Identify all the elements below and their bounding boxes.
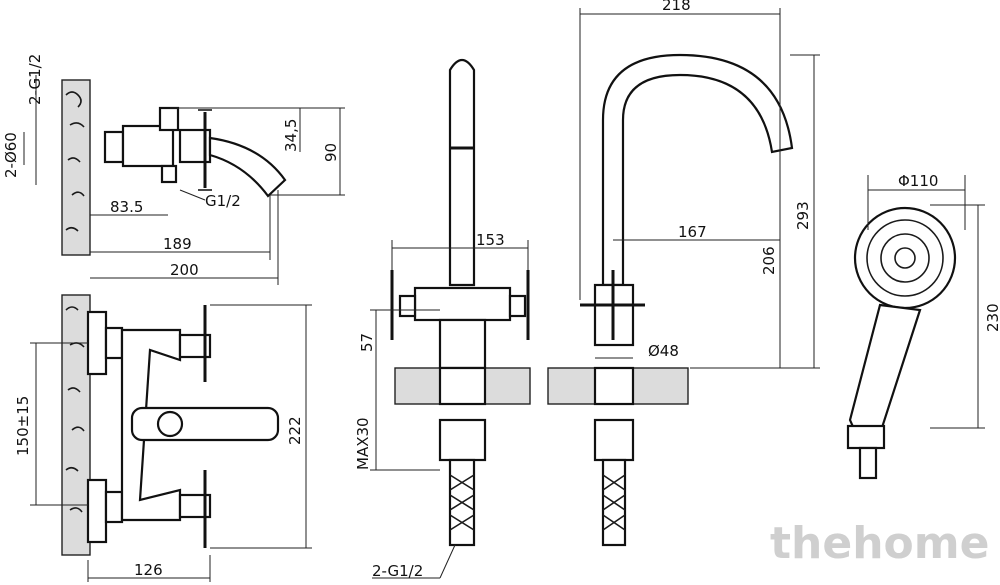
left-hub bbox=[398, 294, 417, 318]
dim-diameter-48: Ø48 bbox=[648, 342, 679, 360]
dim-thread: 2-G1/2 bbox=[26, 54, 44, 105]
dim-218: 218 bbox=[662, 0, 691, 14]
dim-293: 293 bbox=[794, 201, 812, 230]
dim-diameter: 2-Ø60 bbox=[2, 132, 20, 178]
lower-nut bbox=[104, 490, 124, 524]
deck-mixer-front-view: 153 57 MAX30 2-G1/2 bbox=[354, 58, 531, 580]
dim-phi-110: Φ110 bbox=[898, 172, 938, 190]
shower-hose-end bbox=[858, 446, 878, 480]
deck-mixer-side-view: 218 167 293 206 Ø48 bbox=[547, 0, 820, 547]
wall-mixer-front-view: 150±15 222 126 bbox=[14, 294, 312, 582]
upper-nut bbox=[104, 326, 124, 360]
dim-206: 206 bbox=[760, 246, 778, 275]
wall-section bbox=[61, 79, 91, 256]
dim-200: 200 bbox=[170, 261, 199, 279]
wall-section-front bbox=[61, 294, 91, 556]
gooseneck-spout bbox=[601, 53, 794, 287]
shower-head bbox=[853, 206, 957, 310]
deck-flange bbox=[438, 366, 487, 406]
dim-230: 230 bbox=[984, 303, 1000, 332]
lower-eccentric bbox=[86, 478, 108, 544]
wall-mixer-side-view: 2-G1/2 2-Ø60 83.5 189 200 G1/2 34,5 90 bbox=[2, 54, 345, 285]
dim-167: 167 bbox=[678, 223, 707, 241]
upper-handle-hub bbox=[178, 333, 212, 359]
right-hub bbox=[508, 294, 527, 318]
dim-126: 126 bbox=[134, 561, 163, 579]
spout-column bbox=[448, 58, 476, 287]
wall-eccentric bbox=[103, 130, 125, 164]
dim-hose-thread: 2-G1/2 bbox=[372, 562, 423, 580]
mixer-body bbox=[121, 124, 175, 168]
dim-153: 153 bbox=[476, 231, 505, 249]
dim-83-5: 83.5 bbox=[110, 198, 143, 216]
inlet-nut bbox=[160, 164, 178, 184]
dim-inlet: G1/2 bbox=[205, 192, 241, 210]
spout bbox=[208, 136, 287, 198]
dim-34-5: 34,5 bbox=[282, 119, 300, 152]
side-nut bbox=[593, 418, 635, 462]
top-valve bbox=[158, 106, 180, 132]
dim-90: 90 bbox=[322, 143, 340, 162]
deck-nut bbox=[438, 418, 487, 462]
upper-eccentric bbox=[86, 310, 108, 376]
dim-max30: MAX30 bbox=[354, 417, 372, 470]
dim-222: 222 bbox=[286, 416, 304, 445]
dim-spacing: 150±15 bbox=[14, 396, 32, 456]
spout-joint bbox=[156, 410, 184, 438]
deck-body bbox=[413, 286, 512, 322]
shower-connector bbox=[846, 424, 886, 450]
lower-handle-hub bbox=[178, 493, 212, 519]
side-flange bbox=[593, 366, 635, 406]
dim-57: 57 bbox=[358, 333, 376, 352]
shower-handle bbox=[848, 303, 922, 442]
deck-hose bbox=[448, 458, 476, 547]
watermark: thehome bbox=[770, 518, 989, 569]
dim-189: 189 bbox=[163, 235, 192, 253]
deck-base bbox=[438, 318, 487, 370]
front-spout bbox=[130, 406, 280, 442]
hand-shower: Φ110 230 bbox=[846, 172, 1000, 480]
